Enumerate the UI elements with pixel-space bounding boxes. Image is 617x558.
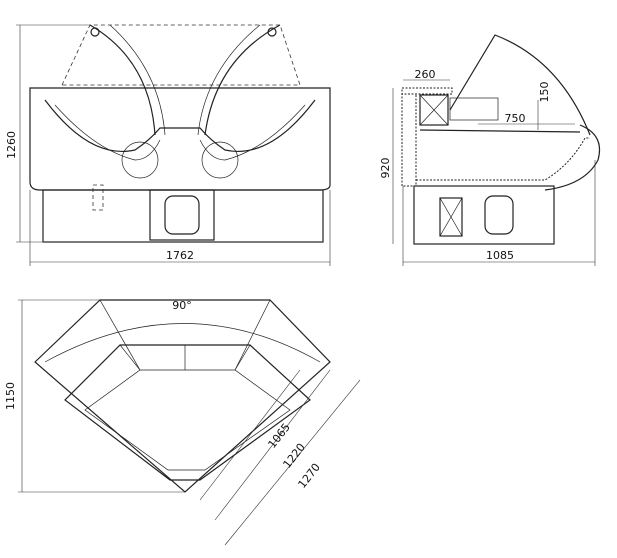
compressor — [164, 195, 200, 235]
compressor-bay — [149, 189, 215, 241]
front-glass-curve-inner — [54, 104, 306, 161]
side-top-depth-label: 260 — [415, 68, 436, 81]
angle-label: 90° — [172, 299, 192, 312]
hinge — [267, 27, 277, 37]
drain — [92, 184, 104, 211]
shelf-depth-label: 750 — [505, 112, 526, 125]
side-width-label: 1085 — [486, 249, 514, 262]
side-glass — [449, 34, 591, 136]
front-width-label: 1762 — [166, 249, 194, 262]
top-height-label: 1150 — [4, 382, 17, 410]
hinge — [90, 27, 100, 37]
insulation-top — [401, 87, 453, 95]
front-glass-arc — [44, 323, 321, 363]
lid-arc — [89, 24, 281, 136]
front-height-label: 1260 — [5, 131, 18, 159]
open-lid-outline — [61, 24, 301, 86]
condenser — [439, 197, 463, 237]
top-view: 90° 1150 1065 1220 1270 — [4, 299, 361, 546]
well-inner — [84, 369, 291, 471]
lid-arc-inner — [109, 24, 261, 136]
side-base — [413, 185, 555, 245]
front-view: 1260 1762 — [5, 24, 331, 266]
shelf-height-label: 150 — [538, 82, 551, 103]
middle-length-label: 1220 — [281, 441, 308, 471]
inner-length-label: 1065 — [266, 421, 293, 451]
evaporator — [419, 94, 449, 126]
outer-length-label: 1270 — [296, 461, 323, 491]
insulation-floor — [416, 137, 590, 181]
cabinet-body — [29, 87, 331, 191]
side-view: 260 150 750 920 1085 — [379, 34, 601, 266]
corner-bump — [201, 141, 239, 179]
insulation-wall — [401, 87, 417, 187]
side-compressor — [484, 195, 514, 235]
corner-bump — [121, 141, 159, 179]
light-fixture — [449, 97, 499, 121]
front-bumper — [544, 124, 601, 191]
front-glass-curve — [44, 99, 316, 152]
side-height-label: 920 — [379, 158, 392, 179]
shelf — [419, 129, 581, 133]
top-outline — [34, 299, 331, 493]
